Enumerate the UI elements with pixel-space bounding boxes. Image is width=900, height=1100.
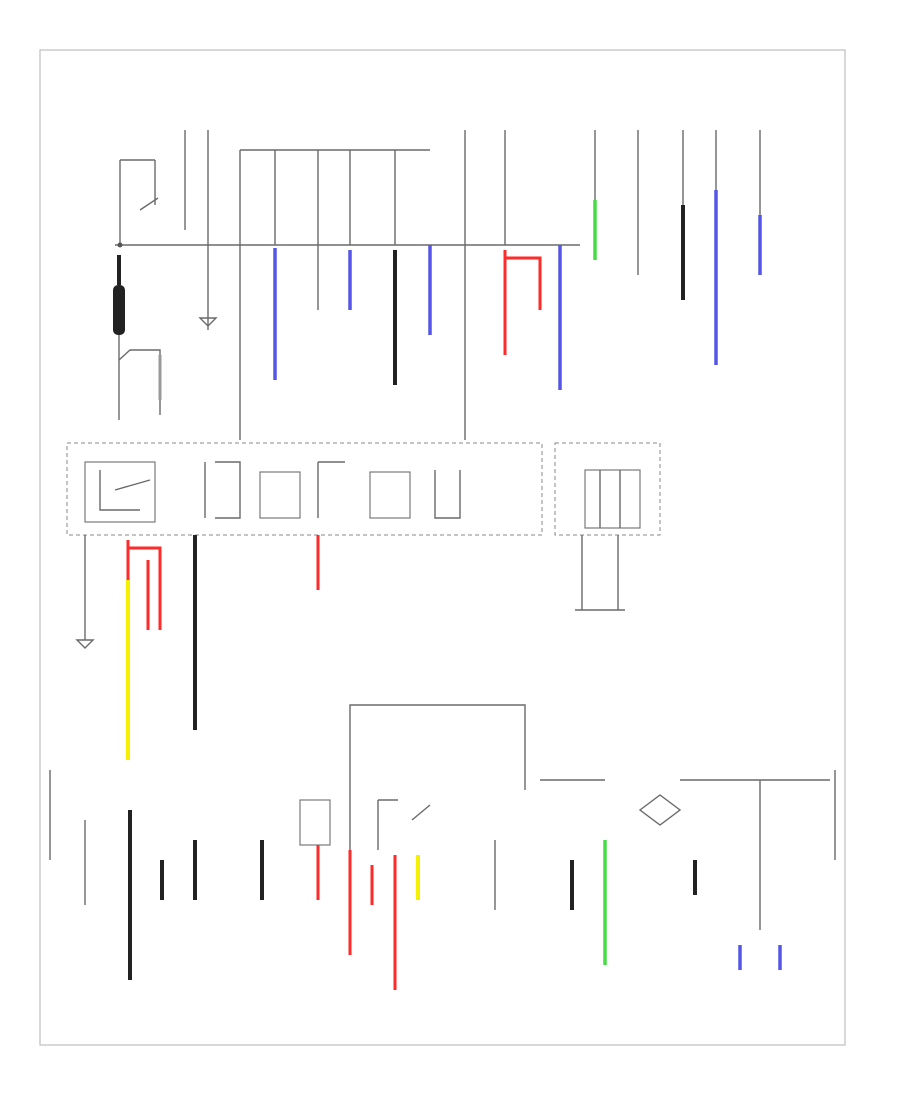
ignition-switch (117, 159, 159, 248)
diagram-frame (39, 49, 846, 1046)
lower-section (49, 704, 836, 990)
battery (113, 255, 162, 420)
top-fuse-drops (273, 130, 762, 390)
ground-symbol (198, 317, 218, 327)
upper-power-bus (115, 130, 580, 440)
relay-box (66, 442, 661, 536)
mid-lower-wires (75, 535, 625, 760)
